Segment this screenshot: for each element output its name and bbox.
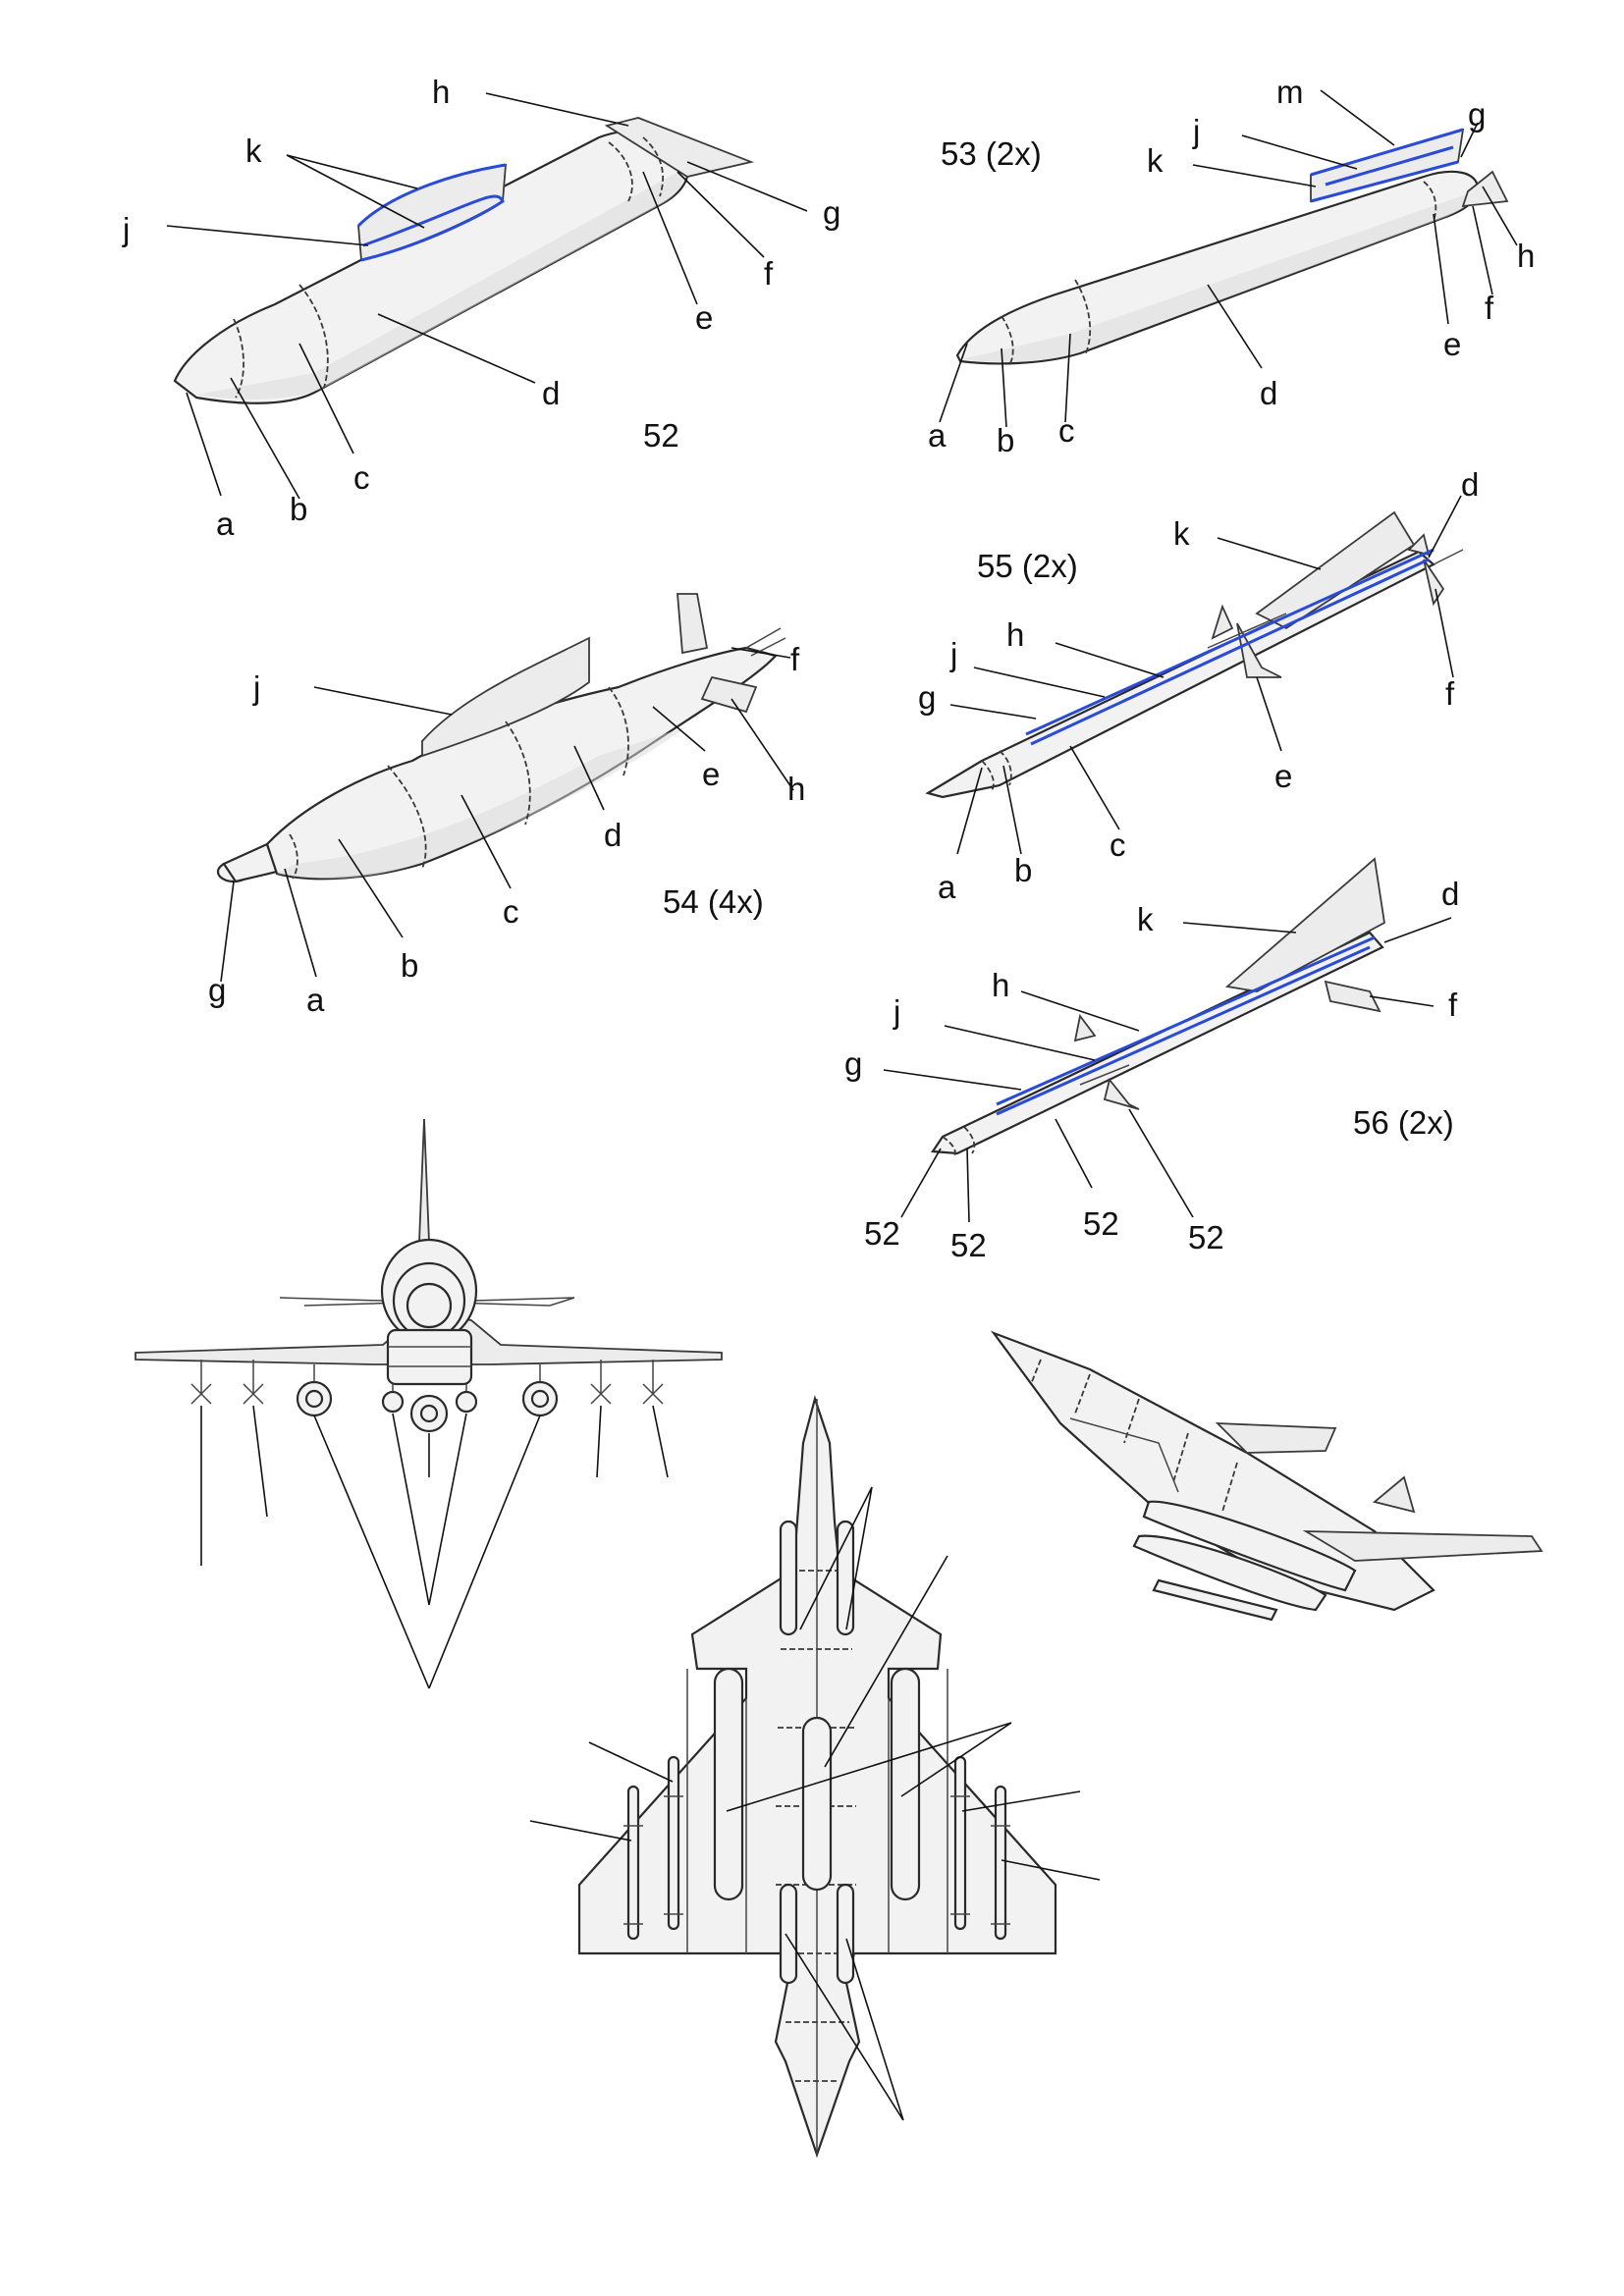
aircraft-front-view [135,1118,723,1433]
fig54-label-c: c [503,893,519,930]
fig55-label-j: j [949,636,957,672]
fig56-title: 56 (2x) [1353,1104,1454,1141]
fig53-label-d: d [1260,375,1277,411]
fig54-label-d: d [604,817,622,853]
fig53-label-f: f [1485,290,1494,326]
figure-56-callouts: k d h f j g 52 52 52 52 56 (2x) [844,876,1459,1263]
fig53-label-a: a [928,417,947,454]
figure-55-callouts: k d h j g f e c b a 55 (2x) [918,466,1479,905]
aircraft-top-view [577,1395,1057,2159]
fig56-label-52-c: 52 [1083,1205,1119,1242]
fig55-label-e: e [1274,758,1292,794]
fig52-label-e: e [695,299,713,336]
fig52-title: 52 [643,417,679,454]
figure-55-missile [925,510,1464,799]
figure-53-drop-tank [955,128,1509,366]
fig56-label-52-b: 52 [950,1227,987,1263]
fig52-label-j: j [122,211,130,247]
fig53-label-e: e [1443,326,1461,362]
aircraft-top-view-callouts [529,1486,1101,2121]
fig54-title: 54 (4x) [663,883,764,920]
fig54-label-a: a [306,982,325,1018]
fig56-label-k: k [1137,901,1154,937]
aircraft-front-view-callouts [200,1405,669,1689]
fig55-label-b: b [1014,852,1032,888]
fig52-label-h: h [432,74,450,110]
fig52-label-c: c [353,459,370,496]
fig55-label-c: c [1110,827,1126,863]
fig56-label-52-d: 52 [1188,1219,1224,1255]
figure-52-callouts: h k j g f e d c b a 52 [122,74,840,542]
figure-56-missile [931,857,1385,1157]
fig53-title: 53 (2x) [941,135,1042,172]
figure-54-pod [216,593,786,883]
fig56-label-g: g [844,1045,862,1082]
fig55-label-h: h [1006,616,1024,653]
fig53-label-k: k [1147,142,1164,179]
fig52-label-k: k [245,133,262,169]
fig54-label-f: f [790,641,800,677]
fig52-label-g: g [823,194,840,231]
fig54-label-e: e [702,756,720,792]
fig53-label-g: g [1468,96,1486,133]
figure-54-callouts: j f e h d c b a g 54 (4x) [208,641,805,1018]
fig55-label-g: g [918,679,936,716]
fig54-label-j: j [252,669,260,706]
fig56-label-52-a: 52 [864,1215,900,1252]
fig54-label-h: h [787,771,805,807]
figure-53-callouts: m j g k h f e d a b c 53 (2x) [928,74,1535,458]
fig55-label-d: d [1461,466,1479,503]
fig55-label-f: f [1445,675,1455,712]
fig53-label-c: c [1058,412,1075,449]
fig53-label-h: h [1517,238,1535,274]
fig55-label-a: a [938,869,956,905]
fig52-label-b: b [290,491,307,527]
fig53-label-b: b [997,422,1014,458]
fig56-label-f: f [1448,987,1458,1023]
fig53-label-m: m [1276,74,1304,110]
fig53-label-j: j [1192,113,1200,149]
fig54-label-g: g [208,972,226,1008]
aircraft-perspective-view [990,1330,1543,1622]
fig52-label-f: f [764,255,774,292]
fig55-title: 55 (2x) [977,548,1078,584]
figure-52-drop-tank [173,117,755,404]
fig56-label-j: j [893,993,900,1030]
fig54-label-b: b [401,947,418,984]
fig52-label-a: a [216,506,235,542]
fig56-label-h: h [992,967,1009,1003]
fig55-label-k: k [1173,515,1190,552]
fig52-label-d: d [542,375,560,411]
fig56-label-d: d [1441,876,1459,912]
